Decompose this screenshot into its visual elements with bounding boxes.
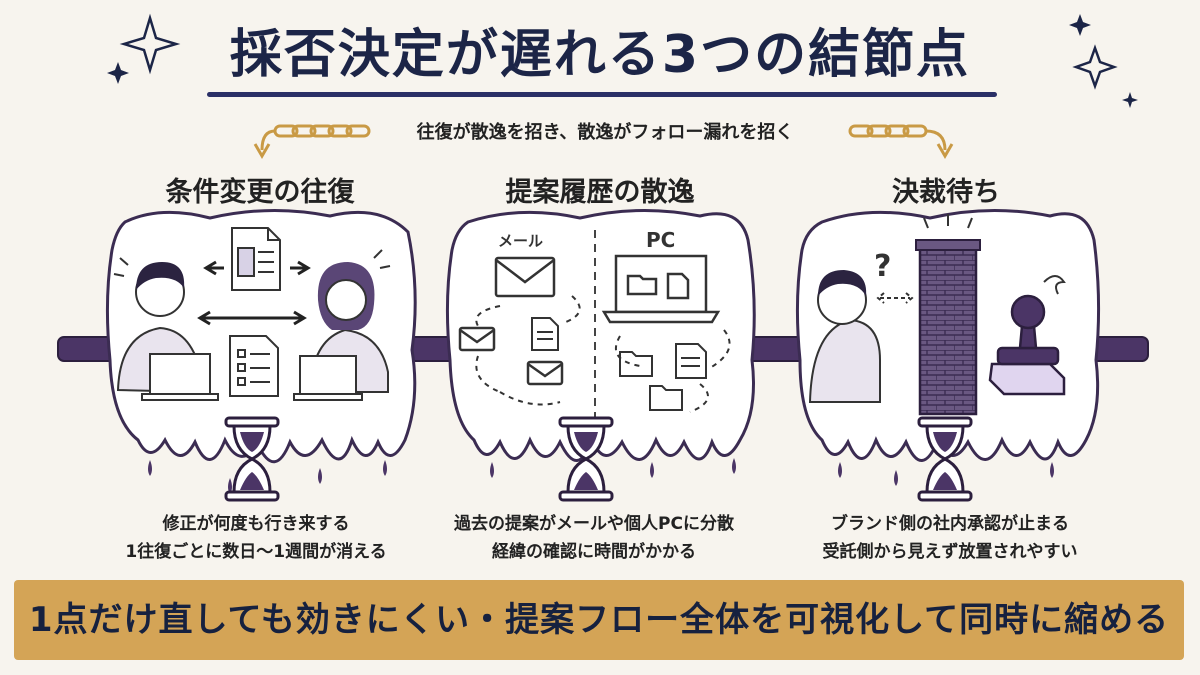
- brick-wall-icon: [915, 214, 981, 416]
- panel-1-caption-line-1: 修正が何度も行き来する: [162, 514, 350, 534]
- waiting-man-illustration: ?: [808, 249, 914, 403]
- panel-1-caption: 修正が何度も行き来する 1往復ごとに数日〜1週間が消える: [76, 510, 436, 566]
- conclusion-text: 1点だけ直しても効きにくい・提案フロー全体を可視化して同時に縮める: [28, 600, 1170, 640]
- sparkle-icon: [107, 13, 1138, 108]
- document-table-icon: [231, 227, 281, 291]
- exchange-arrows-icon: [197, 260, 311, 326]
- chain-icon-right: [848, 124, 954, 159]
- dashed-flow-arrows: [475, 295, 731, 413]
- panel-1-heading: 条件変更の往復: [165, 177, 355, 208]
- panel-2-caption: 過去の提案がメールや個人PCに分散 経緯の確認に時間がかかる: [414, 510, 774, 566]
- panel-3-caption-line-2: 受託側から見えず放置されやすい: [822, 542, 1078, 562]
- hourglass-icon: [558, 416, 614, 502]
- hourglass-icon: [224, 416, 280, 502]
- envelope-icon: [458, 256, 564, 386]
- panel-1-caption-line-2: 1往復ごとに数日〜1週間が消える: [125, 542, 387, 562]
- page-title: 採否決定が遅れる3つの結節点: [229, 25, 971, 85]
- worried-woman-illustration: [293, 249, 391, 401]
- panel-3-heading: 決裁待ち: [892, 177, 1000, 208]
- folder-icon: [619, 351, 683, 411]
- panel-2-heading: 提案履歴の散逸: [505, 177, 695, 208]
- approval-stamp-icon: [988, 275, 1066, 396]
- worried-man-illustration: [113, 257, 219, 401]
- conclusion-banner: [14, 580, 1184, 660]
- title-underline: [207, 92, 997, 97]
- pc-label: PC: [646, 228, 676, 252]
- chain-icon-left: [253, 124, 371, 159]
- document-list-icon: [229, 335, 279, 397]
- mail-label: メール: [498, 232, 544, 250]
- laptop-icon: [601, 254, 721, 324]
- chain-caption: 往復が散逸を招き、散逸がフォロー漏れを招く: [416, 122, 794, 143]
- panel-2-caption-line-2: 経緯の確認に時間がかかる: [492, 542, 696, 562]
- hourglass-icon: [917, 416, 973, 502]
- panel-2-caption-line-1: 過去の提案がメールや個人PCに分散: [454, 514, 734, 534]
- panel-3-caption-line-1: ブランド側の社内承認が止まる: [831, 514, 1069, 534]
- svg-text:?: ?: [874, 249, 891, 284]
- panel-3-caption: ブランド側の社内承認が止まる 受託側から見えず放置されやすい: [770, 510, 1130, 566]
- scattered-document-icon: [531, 317, 707, 379]
